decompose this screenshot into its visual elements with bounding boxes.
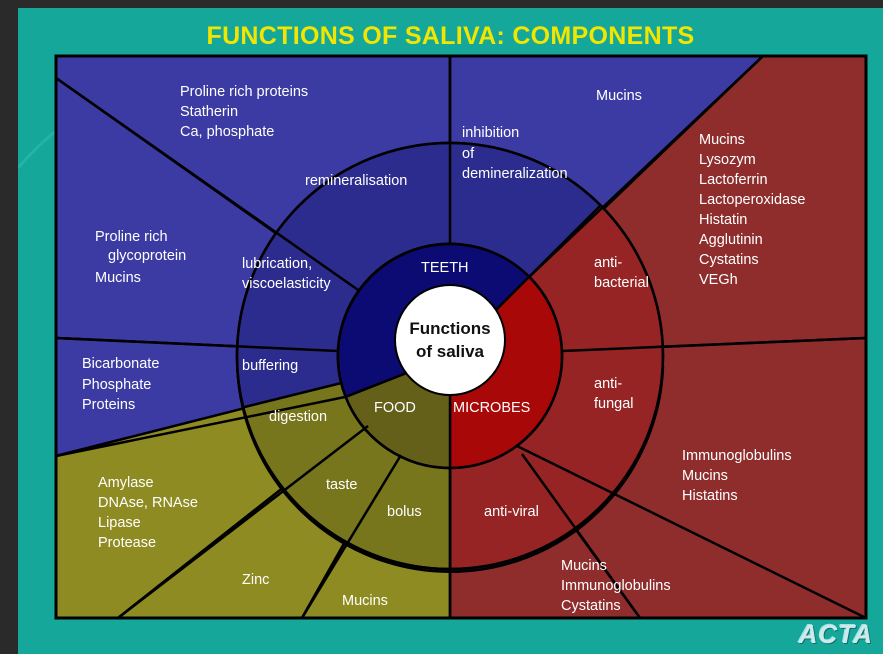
component-item: Mucins	[596, 88, 642, 104]
components-taste: Zinc	[242, 572, 269, 588]
saliva-functions-diagram: Functions of saliva TEETH FOOD MICROBES …	[18, 54, 868, 620]
component-item: Histatin	[699, 212, 747, 228]
component-item: Mucins	[699, 132, 745, 148]
component-item: Lactoperoxidase	[699, 192, 805, 208]
components-lubrication: Proline rich glycoprotein Mucins	[95, 229, 186, 286]
component-item: Immunoglobulins	[682, 448, 792, 464]
function-antibacterial-line1: anti-	[594, 255, 622, 271]
component-item: VEGh	[699, 272, 738, 288]
component-item: Bicarbonate	[82, 356, 159, 372]
component-item: Proline rich proteins	[180, 84, 308, 100]
component-item: Lysozym	[699, 152, 756, 168]
hub-label-microbes: MICROBES	[453, 400, 530, 416]
component-item: Cystatins	[561, 598, 621, 614]
component-item: Histatins	[682, 488, 738, 504]
component-item: DNAse, RNAse	[98, 495, 198, 511]
component-item: Cystatins	[699, 252, 759, 268]
component-item: Lipase	[98, 515, 141, 531]
component-item: Mucins	[682, 468, 728, 484]
component-item: Amylase	[98, 475, 154, 491]
function-remineralisation: remineralisation	[305, 173, 407, 189]
function-antibacterial-line2: bacterial	[594, 275, 649, 291]
divider-lines	[55, 55, 867, 620]
function-inhibition-line3: demineralization	[462, 166, 568, 182]
component-item: Statherin	[180, 104, 238, 120]
hub-label-food: FOOD	[374, 400, 416, 416]
component-item: Ca, phosphate	[180, 124, 274, 140]
function-antifungal-line2: fungal	[594, 396, 634, 412]
components-inhibition: Mucins	[596, 88, 642, 104]
function-inhibition-line2: of	[462, 146, 475, 162]
component-item: Proteins	[82, 397, 135, 413]
components-remineralisation: Proline rich proteins Statherin Ca, phos…	[180, 84, 308, 140]
component-item: Mucins	[95, 270, 141, 286]
component-item: Phosphate	[82, 377, 151, 393]
function-taste: taste	[326, 477, 357, 493]
component-item: Zinc	[242, 572, 269, 588]
function-digestion: digestion	[269, 409, 327, 425]
acta-logo: ACTA	[798, 619, 873, 649]
component-item: Lactoferrin	[699, 172, 768, 188]
slide: FUNCTIONS OF SALIVA: COMPONENTS	[18, 8, 883, 654]
component-item: Mucins	[561, 558, 607, 574]
component-item: Proline rich	[95, 229, 168, 245]
component-item: Protease	[98, 535, 156, 551]
components-bolus: Mucins	[342, 593, 388, 609]
hub-label-teeth: TEETH	[421, 260, 469, 276]
page-title: FUNCTIONS OF SALIVA: COMPONENTS	[206, 22, 695, 50]
function-lubrication-line1: lubrication,	[242, 256, 312, 272]
components-antibacterial: Mucins Lysozym Lactoferrin Lactoperoxida…	[699, 132, 805, 288]
function-antifungal-line1: anti-	[594, 376, 622, 392]
components-buffering: Bicarbonate Phosphate Proteins	[82, 356, 159, 413]
divider-antiviral	[520, 453, 637, 612]
components-antiviral: Mucins Immunoglobulins Cystatins	[561, 558, 671, 614]
components-antifungal: Immunoglobulins Mucins Histatins	[682, 448, 792, 504]
center-circle	[394, 284, 506, 396]
function-lubrication-line2: viscoelasticity	[242, 276, 331, 292]
function-inhibition-line1: inhibition	[462, 125, 519, 141]
center-label-line1: Functions	[409, 319, 490, 338]
function-bolus: bolus	[387, 504, 422, 520]
diagram-frame	[54, 54, 868, 620]
component-item: Agglutinin	[699, 232, 763, 248]
component-item: glycoprotein	[108, 248, 186, 264]
components-digestion: Amylase DNAse, RNAse Lipase Protease	[98, 475, 198, 551]
function-buffering: buffering	[242, 358, 298, 374]
center-label-line2: of saliva	[416, 342, 485, 361]
function-antiviral: anti-viral	[484, 504, 539, 520]
component-item: Mucins	[342, 593, 388, 609]
component-item: Immunoglobulins	[561, 578, 671, 594]
